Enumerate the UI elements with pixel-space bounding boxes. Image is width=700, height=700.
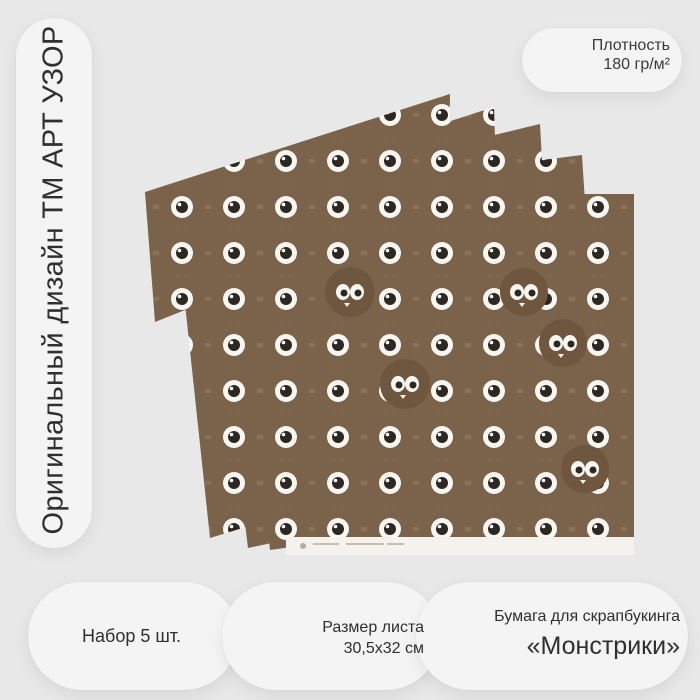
monster-face-3 bbox=[539, 319, 587, 367]
monster-face-1 bbox=[325, 267, 375, 317]
monster-face-5 bbox=[561, 445, 609, 493]
title-pill bbox=[416, 582, 688, 690]
design-label-pill bbox=[16, 18, 92, 548]
density-pill bbox=[522, 28, 682, 92]
size-pill bbox=[222, 582, 440, 690]
sheet-size-title: Размер листа bbox=[322, 619, 424, 636]
sheet-size-value: 30,5х32 см bbox=[343, 640, 424, 657]
density-title: Плотность bbox=[591, 37, 670, 54]
set-pill bbox=[28, 582, 238, 690]
set-label: Набор 5 шт. bbox=[82, 626, 182, 646]
paper-sheet-1 bbox=[286, 194, 634, 555]
density-label: Плотность 180 гр/м² bbox=[592, 36, 670, 74]
product-title: Бумага для скрапбукинга «Монстрики» bbox=[440, 608, 680, 662]
product-type: Бумага для скрапбукинга bbox=[494, 608, 680, 625]
sheet-size-label: Размер листа 30,5х32 см bbox=[262, 617, 424, 659]
design-label: Оригинальный дизайн ТМ АРТ УЗОР bbox=[37, 25, 70, 535]
monster-face-4 bbox=[380, 359, 430, 409]
product-name: «Монстрики» bbox=[526, 632, 680, 660]
density-value: 180 гр/м² bbox=[603, 56, 670, 73]
monster-face-2 bbox=[500, 268, 548, 316]
